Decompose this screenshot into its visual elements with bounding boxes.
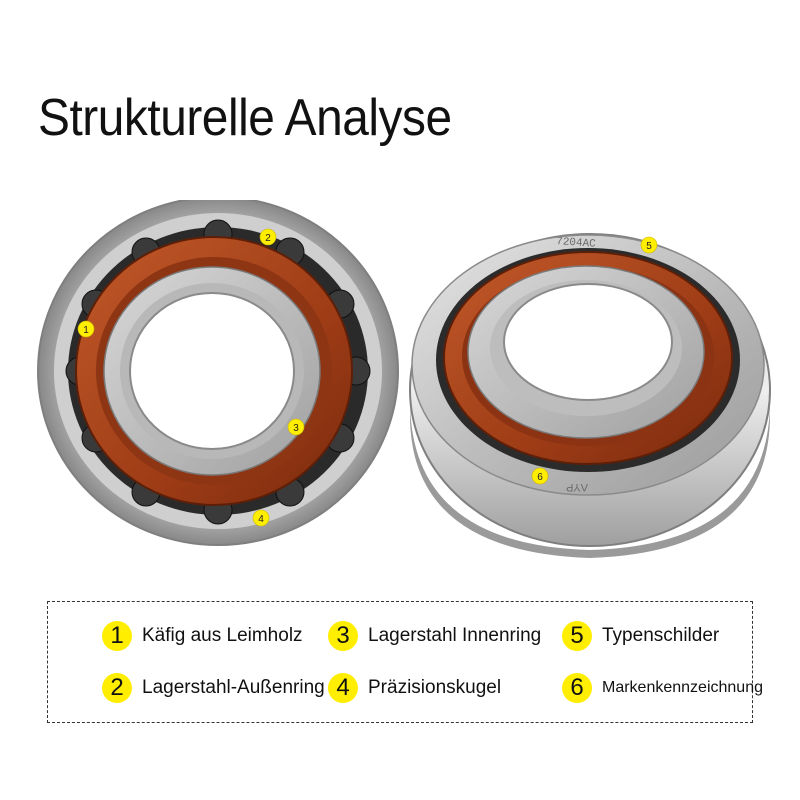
legend-label: Käfig aus Leimholz <box>142 625 303 646</box>
marker-5: 5 <box>640 236 658 254</box>
legend-label: Lagerstahl-Außenring <box>142 677 325 698</box>
legend-item-type-plate: 5 Typenschilder <box>562 619 719 653</box>
bearing-illustration: 7204AC ΛYP 1 2 3 4 5 6 <box>37 200 771 558</box>
page-title: Strukturelle Analyse <box>38 89 452 147</box>
legend-item-brand-mark: 6 Markenkennzeichnung <box>562 671 763 705</box>
legend-number-badge: 2 <box>102 673 132 703</box>
legend-item-ball: 4 Präzisionskugel <box>328 671 501 705</box>
marker-6: 6 <box>531 467 549 485</box>
legend-number-badge: 4 <box>328 673 358 703</box>
legend-number-badge: 5 <box>562 621 592 651</box>
left-bearing <box>37 200 399 546</box>
legend-item-outer-ring: 2 Lagerstahl-Außenring <box>102 671 325 705</box>
marker-1: 1 <box>77 320 95 338</box>
legend-label: Lagerstahl Innenring <box>368 625 542 646</box>
marker-4: 4 <box>252 509 270 527</box>
right-bearing: 7204AC ΛYP <box>409 233 771 558</box>
marker-label: 4 <box>258 514 264 525</box>
marker-label: 1 <box>83 325 89 336</box>
legend-item-inner-ring: 3 Lagerstahl Innenring <box>328 619 541 653</box>
marker-label: 2 <box>265 233 271 244</box>
legend-box: 1 Käfig aus Leimholz 2 Lagerstahl-Außenr… <box>47 601 763 723</box>
legend-label: Präzisionskugel <box>368 677 502 698</box>
legend-number-badge: 3 <box>328 621 358 651</box>
legend-label: Markenkennzeichnung <box>602 679 763 696</box>
type-code-engraving: 7204AC <box>556 236 597 251</box>
legend-number-badge: 1 <box>102 621 132 651</box>
legend-label: Typenschilder <box>602 625 720 646</box>
brand-mark-engraving: ΛYP <box>566 481 588 493</box>
marker-2: 2 <box>259 228 277 246</box>
marker-label: 6 <box>537 472 543 483</box>
legend-number-badge: 6 <box>562 673 592 703</box>
marker-3: 3 <box>287 418 305 436</box>
bearing-photo: 7204AC ΛYP 1 2 3 4 5 6 <box>0 200 800 580</box>
marker-label: 5 <box>646 241 652 252</box>
legend-item-cage: 1 Käfig aus Leimholz <box>102 619 303 653</box>
marker-label: 3 <box>293 423 299 434</box>
